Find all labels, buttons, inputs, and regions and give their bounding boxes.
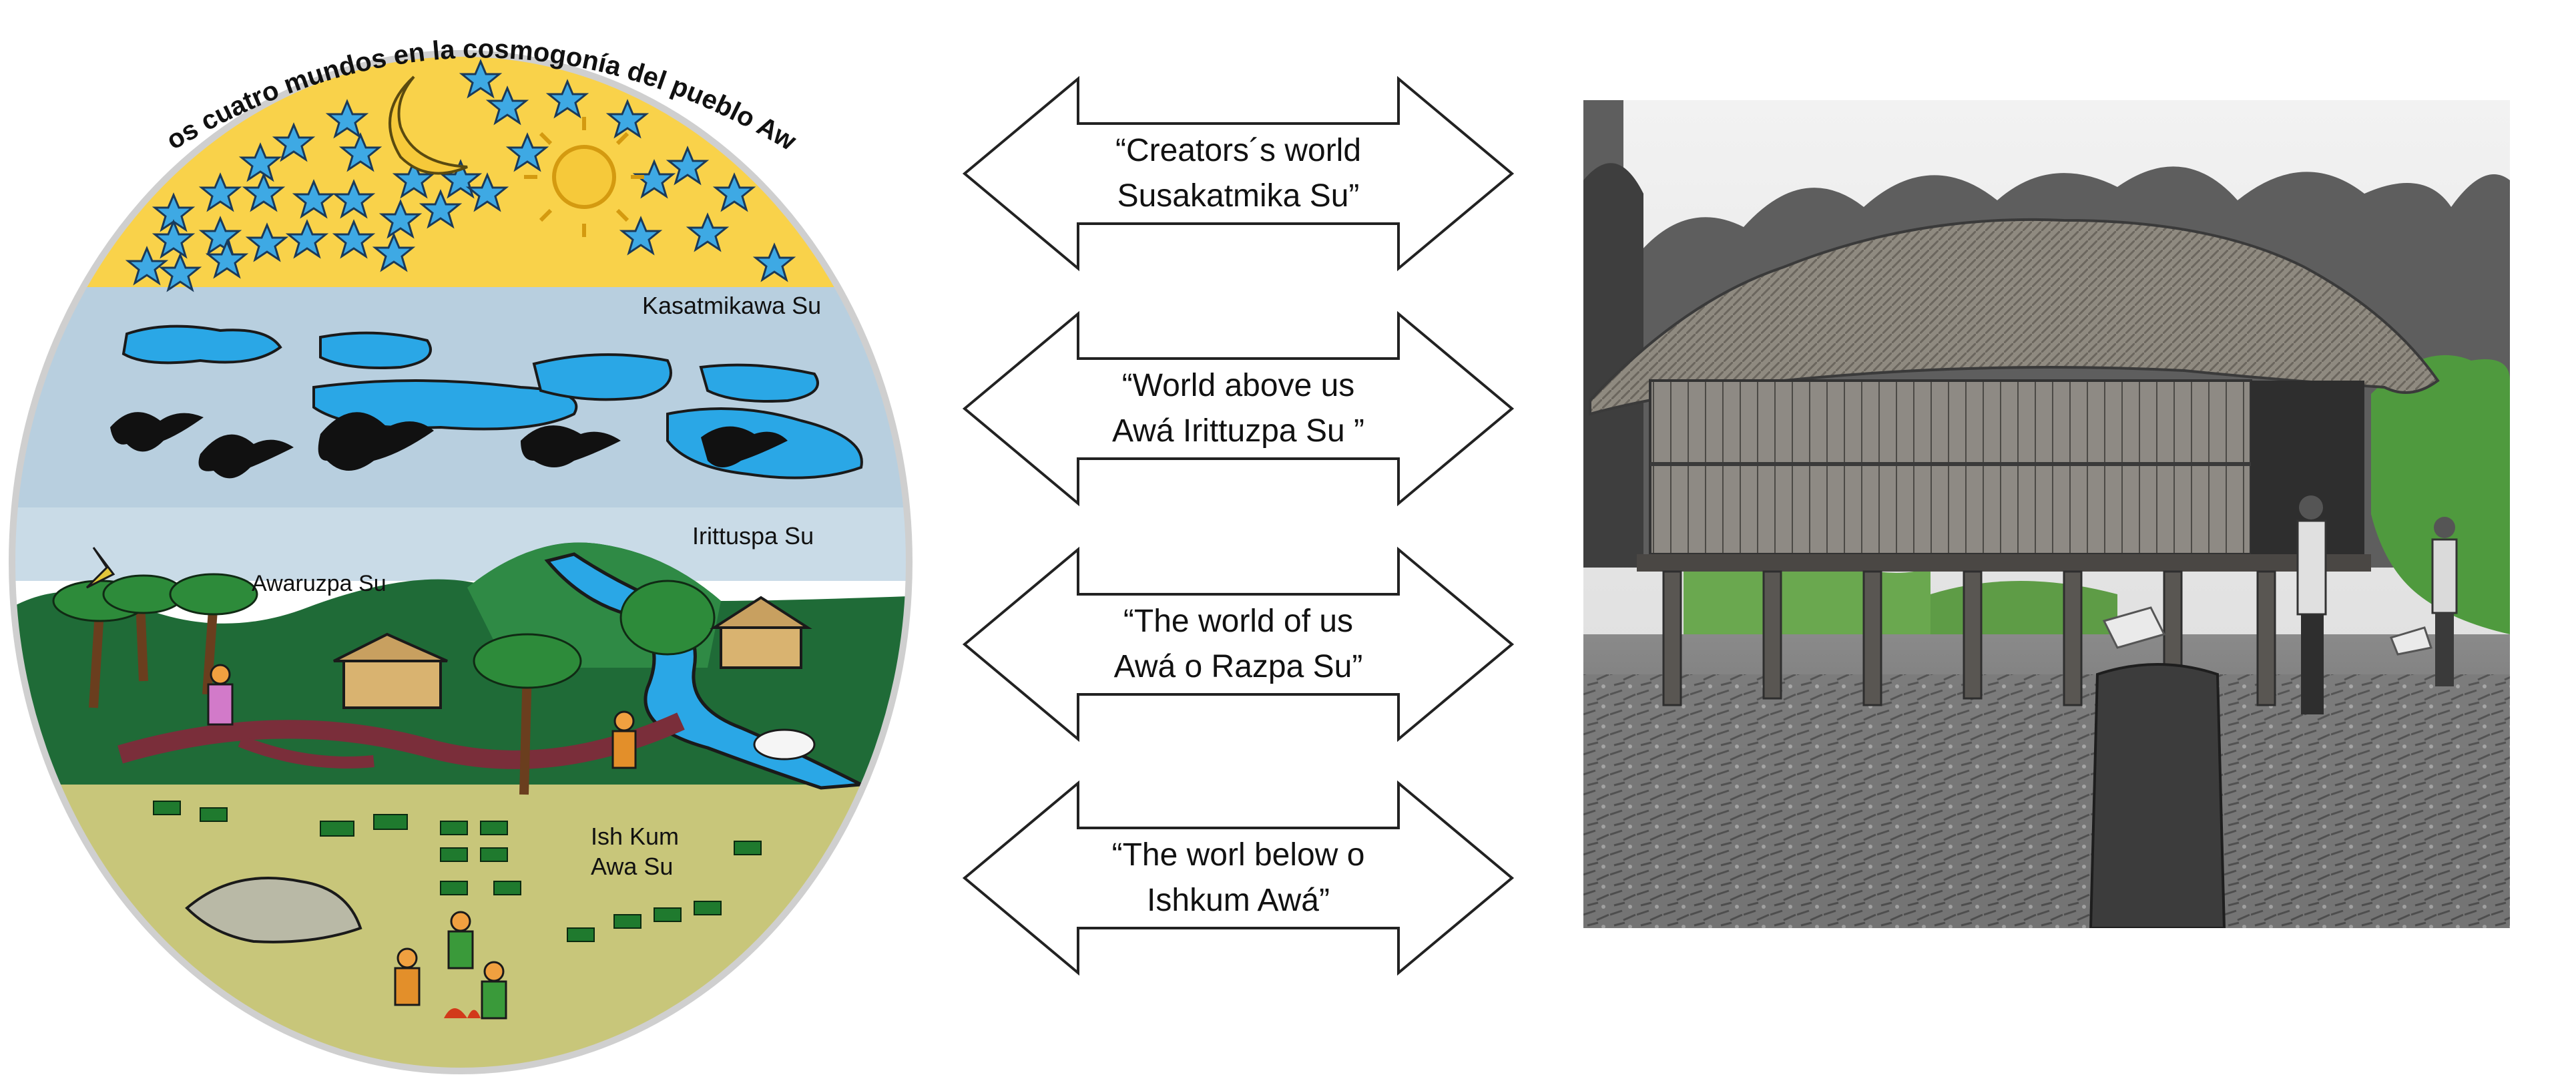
arrow-2-line-1: “World above us — [1121, 368, 1355, 403]
underworld-plants — [153, 801, 762, 942]
arrow-1-line-1: “Creators´s world — [1115, 133, 1362, 168]
label-kasatmikawa: Kasatmikawa Su — [642, 292, 821, 319]
arrow-world-above-us: “World above us Awá Irittuzpa Su ” — [961, 308, 1515, 509]
green-foliage — [2371, 355, 2510, 634]
label-awaruzpa: Awaruzpa Su — [252, 571, 387, 596]
tree-stump — [2089, 663, 2226, 928]
arrow-4-line-2: Ishkum Awá” — [1147, 883, 1330, 918]
label-ishkum: Ish Kum — [591, 823, 679, 850]
label-ishkum-2: Awa Su — [591, 853, 673, 880]
fire-icon — [444, 1008, 481, 1018]
moon-icon — [389, 75, 468, 175]
birds — [110, 412, 788, 479]
people — [207, 664, 637, 1020]
sun-icon — [524, 117, 644, 237]
thatched-roof — [1589, 218, 2440, 416]
arrow-3-line-1: “The world of us — [1123, 604, 1354, 639]
cosmogony-oval: Los cuatro mundos en la cosmogonía del p… — [0, 0, 913, 1074]
hut-wall — [1649, 379, 2252, 556]
arrow-world-of-us: “The world of us Awá o Razpa Su” — [961, 544, 1515, 744]
huts — [333, 596, 812, 709]
cow — [753, 728, 816, 761]
arrow-world-below: “The worl below o Ishkum Awá” — [961, 778, 1515, 978]
palm-trees — [52, 547, 716, 795]
photo-people — [2296, 495, 2458, 714]
arrow-3-line-2: Awá o Razpa Su” — [1113, 649, 1363, 684]
arrow-4-line-1: “The worl below o — [1111, 837, 1365, 873]
label-irittuspa: Irittuspa Su — [692, 522, 814, 550]
stilt-hut-photo — [1583, 100, 2510, 928]
arrow-2-line-2: Awá Irittuzpa Su ” — [1112, 413, 1364, 449]
armadillo — [185, 877, 362, 943]
arrow-1-line-2: Susakatmika Su” — [1117, 178, 1360, 214]
hut-stilts — [1662, 570, 2276, 706]
arrow-creators-world: “Creators´s world Susakatmika Su” — [961, 73, 1515, 274]
